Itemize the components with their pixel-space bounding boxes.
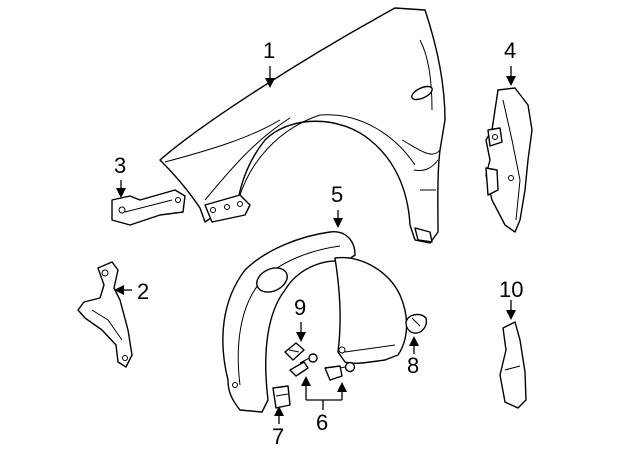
push-clip-part-8[interactable]: [405, 313, 428, 334]
callout-1: 1: [263, 38, 276, 63]
bracket-part-4[interactable]: [485, 87, 533, 233]
callout-2: 2: [137, 279, 150, 304]
callout-8: 8: [407, 353, 420, 378]
callout-3: 3: [114, 153, 127, 178]
fender-part-1[interactable]: [159, 7, 446, 244]
trim-part-10[interactable]: [499, 321, 527, 409]
nut-clip-part-7[interactable]: [272, 385, 291, 409]
callout-7: 7: [272, 424, 285, 449]
callout-10: 10: [499, 277, 524, 302]
fender-liner-part-5[interactable]: [222, 231, 408, 413]
callout-4: 4: [504, 38, 517, 63]
callout-5: 5: [331, 182, 344, 207]
callout-6: 6: [316, 410, 329, 435]
leader-lines: [114, 66, 516, 424]
callout-9: 9: [294, 295, 307, 320]
bracket-part-2[interactable]: [77, 261, 133, 368]
bracket-part-3[interactable]: [111, 189, 186, 226]
clip-part-9[interactable]: [284, 342, 305, 361]
screws-part-6[interactable]: [289, 353, 356, 381]
